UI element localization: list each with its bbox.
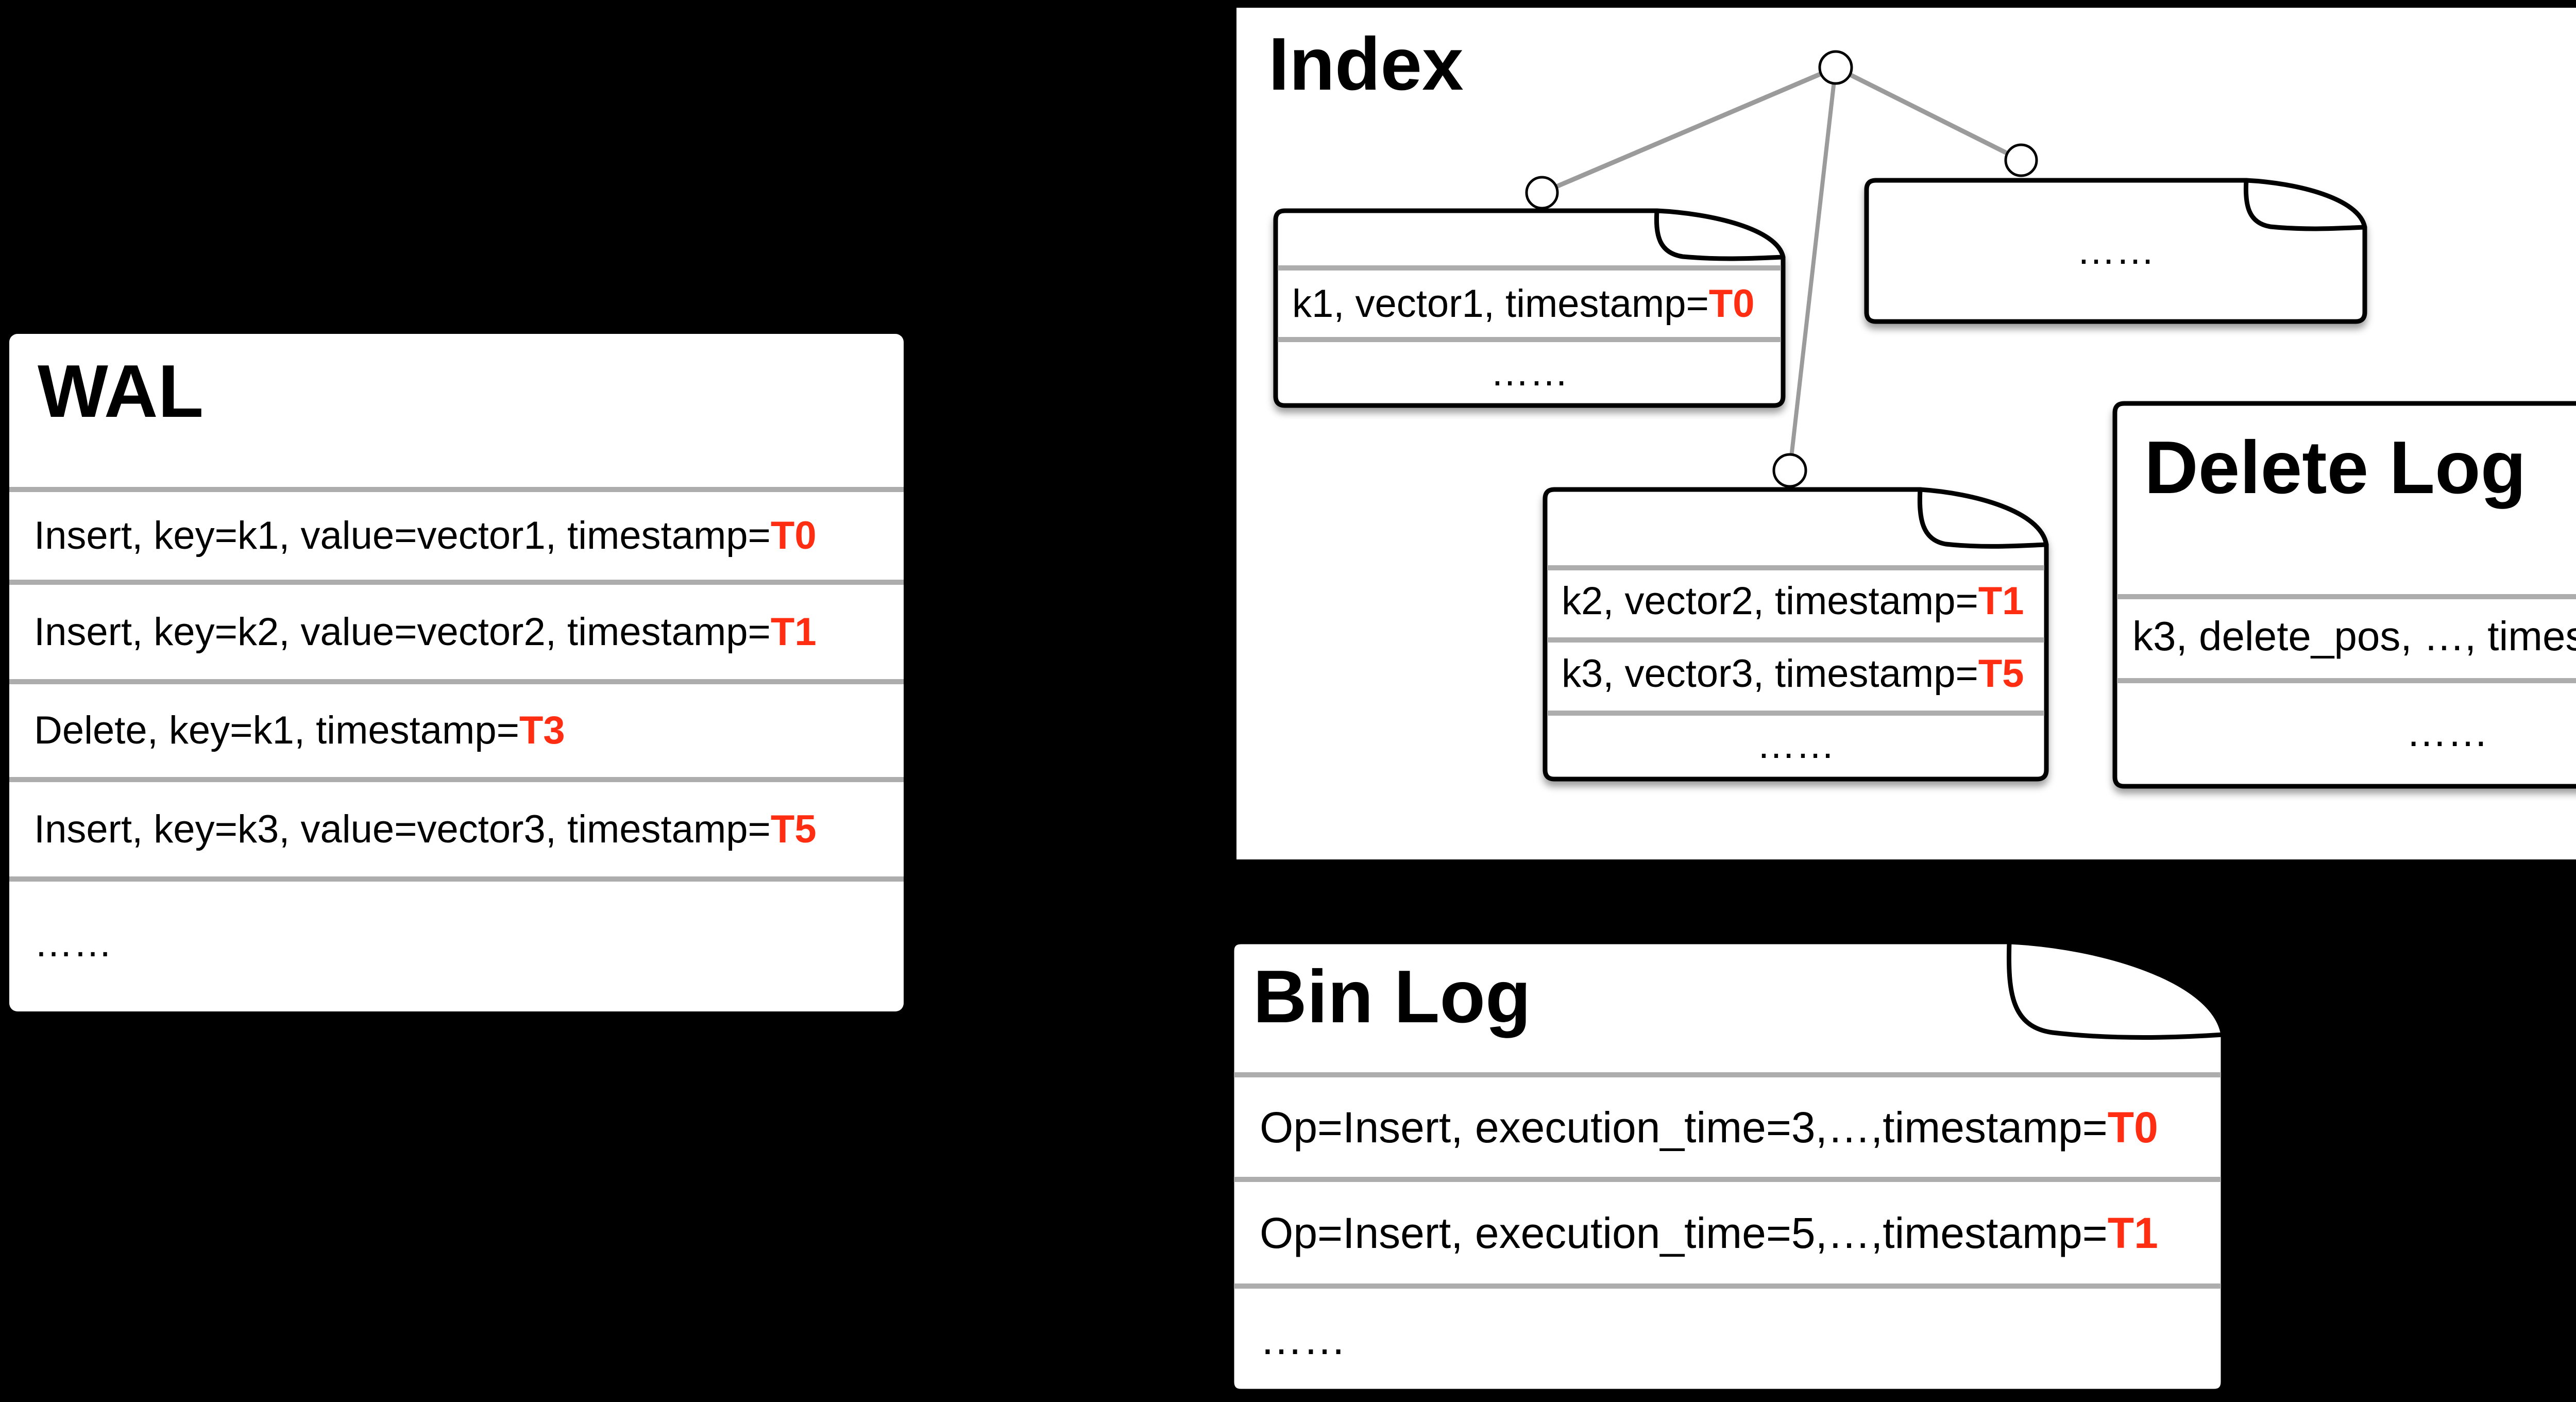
bin-log-title: Bin Log — [1253, 955, 1531, 1038]
folded-corner-icon — [1917, 487, 2049, 549]
page-row: k1, vector1, timestamp=T0 — [1278, 271, 1781, 337]
wal-divider — [9, 487, 904, 492]
page-shape — [1543, 487, 2049, 782]
page-row-text: k3, delete_pos, …, timestamp= — [2132, 613, 2576, 659]
index-page-k1: k1, vector1, timestamp=T0 …… — [1273, 208, 1786, 408]
page-row-text: k2, vector2, timestamp= — [1562, 579, 1978, 623]
tree-node-icon — [1772, 453, 1807, 488]
folded-corner-icon — [2006, 939, 2226, 1040]
wal-row-timestamp: T1 — [770, 610, 817, 654]
page-divider — [2117, 678, 2576, 683]
page-row-text: …… — [1260, 1314, 1346, 1363]
page-row-text: …… — [1490, 350, 1569, 394]
wal-row: Delete, key=k1, timestamp=T3 — [9, 684, 904, 777]
page-row-ellipsis: …… — [1547, 716, 2044, 774]
page-row-timestamp: T0 — [1708, 281, 1755, 326]
wal-row-text: Insert, key=k1, value=vector1, timestamp… — [34, 514, 771, 558]
delete-log-title: Delete Log — [2144, 426, 2527, 509]
wal-row-timestamp: T0 — [770, 514, 817, 558]
page-row: k2, vector2, timestamp=T1 — [1547, 570, 2044, 632]
page-row: Op=Insert, execution_time=5,…,timestamp=… — [1234, 1182, 2221, 1283]
wal-row-timestamp: T5 — [770, 807, 817, 851]
folded-corner-icon — [1654, 208, 1786, 261]
page-divider — [1234, 1283, 2221, 1289]
tree-edge — [1788, 67, 1838, 471]
index-tree — [1525, 50, 2038, 488]
index-title: Index — [1268, 22, 1464, 106]
bin-log: Bin Log Op=Insert, execution_time=3,…,ti… — [1229, 939, 2226, 1394]
page-row-text: Op=Insert, execution_time=3,…,timestamp= — [1260, 1103, 2108, 1152]
folded-corner-icon — [2243, 178, 2367, 231]
wal-divider — [9, 679, 904, 684]
page-shape — [1229, 939, 2226, 1394]
tree-edge — [1834, 65, 2023, 163]
tree-node-icon — [2004, 143, 2038, 177]
tree-root-node-icon — [1818, 50, 1853, 85]
page-row-timestamp: T1 — [2107, 1208, 2158, 1257]
page-row-text: …… — [2076, 229, 2155, 273]
wal-row-text: Insert, key=k3, value=vector3, timestamp… — [34, 807, 771, 851]
delete-log: Delete Log k3, delete_pos, …, timestamp=… — [2112, 401, 2576, 789]
page-row-timestamp: T5 — [1978, 652, 2024, 696]
wal-divider — [9, 777, 904, 782]
page-divider — [2117, 594, 2576, 599]
wal-row-timestamp: T3 — [519, 708, 565, 752]
page-row-text: k3, vector3, timestamp= — [1562, 652, 1978, 696]
tree-node-icon — [1525, 176, 1559, 210]
page-row: k3, delete_pos, …, timestamp=T3 — [2117, 599, 2576, 673]
wal-row-text: Delete, key=k1, timestamp= — [34, 708, 519, 752]
tree-edge — [1541, 65, 1837, 195]
wal-row-text: Insert, key=k2, value=vector2, timestamp… — [34, 610, 771, 654]
page-row-text: Op=Insert, execution_time=5,…,timestamp= — [1260, 1208, 2108, 1257]
page-divider — [1234, 1072, 2221, 1077]
page-divider — [1547, 565, 2044, 570]
wal-row-text: …… — [34, 921, 112, 965]
page-row-timestamp: T0 — [2107, 1103, 2158, 1152]
page-row-text: …… — [2406, 709, 2488, 755]
page-row-ellipsis: …… — [1278, 342, 1781, 403]
page-shape — [1273, 208, 1786, 408]
page-divider — [1234, 1177, 2221, 1182]
wal-divider — [9, 580, 904, 585]
page-row-ellipsis: …… — [2117, 683, 2576, 781]
page-shape — [1864, 178, 2367, 324]
index-page-more: …… — [1864, 178, 2367, 324]
page-divider — [1547, 711, 2044, 716]
wal-row: Insert, key=k3, value=vector3, timestamp… — [9, 782, 904, 876]
wal-row: Insert, key=k2, value=vector2, timestamp… — [9, 585, 904, 679]
page-row-text: …… — [1756, 722, 1835, 767]
index-page-k2-k3: k2, vector2, timestamp=T1 k3, vector3, t… — [1543, 487, 2049, 782]
wal-title: WAL — [38, 349, 204, 433]
page-row: Op=Insert, execution_time=3,…,timestamp=… — [1234, 1077, 2221, 1177]
wal-panel: WAL Insert, key=k1, value=vector1, times… — [9, 334, 904, 1011]
page-row: k3, vector3, timestamp=T5 — [1547, 643, 2044, 705]
wal-row-ellipsis: …… — [9, 882, 904, 1005]
index-panel: Index k1, vector1, timestamp=T0 …… — [1236, 8, 2576, 859]
page-divider — [1278, 337, 1781, 342]
page-row-text: k1, vector1, timestamp= — [1292, 281, 1709, 326]
wal-divider — [9, 876, 904, 882]
page-row-ellipsis: …… — [1869, 178, 2363, 324]
page-row-timestamp: T1 — [1978, 579, 2024, 623]
wal-row: Insert, key=k1, value=vector1, timestamp… — [9, 492, 904, 580]
page-divider — [1547, 637, 2044, 643]
page-divider — [1278, 265, 1781, 271]
page-row-ellipsis: …… — [1234, 1289, 2221, 1389]
